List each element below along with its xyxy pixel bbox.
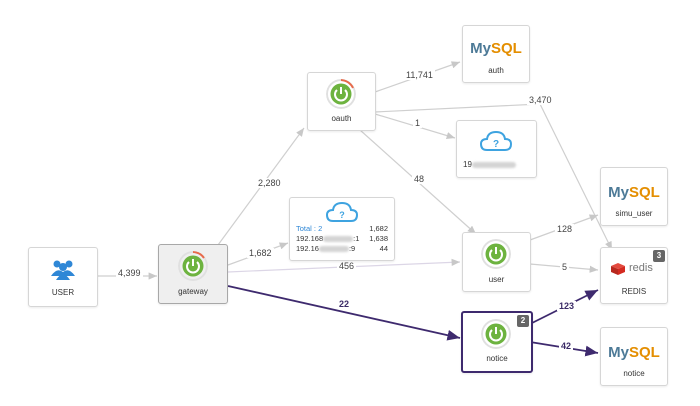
edge-label-user-simu-user: 128 bbox=[555, 224, 575, 234]
edge-label-user-gateway: 4,399 bbox=[116, 268, 143, 278]
node-redis[interactable]: 3 redis REDIS bbox=[600, 247, 668, 304]
node-mysql-notice[interactable]: MySQL notice bbox=[600, 327, 668, 386]
spring-boot-icon bbox=[481, 319, 511, 349]
svg-text:?: ? bbox=[339, 210, 345, 220]
instance-count-badge: 2 bbox=[517, 315, 529, 327]
node-user-service[interactable]: user bbox=[462, 232, 531, 292]
mysql-logo: MySQL bbox=[470, 40, 522, 57]
spring-boot-icon bbox=[178, 251, 208, 281]
redis-cube-icon bbox=[611, 263, 625, 275]
node-oauth[interactable]: oauth bbox=[307, 72, 376, 131]
total-row: Total : 2 1,682 bbox=[296, 224, 388, 233]
spring-boot-icon bbox=[326, 79, 356, 109]
node-label: 19 bbox=[463, 160, 536, 169]
edge-label-user-redis: 5 bbox=[560, 262, 570, 272]
node-unknown-cloud-1[interactable]: ? 19 bbox=[456, 120, 537, 178]
instance-count-badge: 3 bbox=[653, 250, 665, 262]
cloud-unknown-icon: ? bbox=[325, 201, 359, 222]
node-mysql-auth[interactable]: MySQL auth bbox=[462, 25, 530, 83]
edge-label-notice-redis: 123 bbox=[557, 301, 577, 311]
node-user-client[interactable]: USER bbox=[28, 247, 98, 307]
mysql-logo: MySQL bbox=[608, 344, 660, 361]
node-gateway[interactable]: gateway bbox=[158, 244, 228, 304]
edge-label-oauth-mysql-auth: 11,741 bbox=[404, 70, 435, 80]
edge-gateway-notice[interactable] bbox=[227, 285, 461, 341]
spring-boot-icon bbox=[481, 239, 511, 269]
node-unknown-cloud-2[interactable]: ? Total : 2 1,682 192.168:1 1,638 192.16… bbox=[289, 197, 395, 261]
mysql-logo: MySQL bbox=[608, 184, 660, 201]
cloud-unknown-icon: ? bbox=[479, 130, 513, 151]
node-label: user bbox=[488, 275, 505, 284]
ip-row: 192.16:9 44 bbox=[296, 244, 388, 253]
edge-label-gateway-notice: 22 bbox=[337, 299, 352, 309]
edge-label-gateway-cloud2: 1,682 bbox=[247, 248, 274, 258]
redis-logo: redis bbox=[610, 262, 662, 276]
edge-label-oauth-user: 48 bbox=[412, 174, 427, 184]
node-label: notice bbox=[623, 369, 645, 378]
edge-label-notice-mysql-notice: 42 bbox=[559, 341, 574, 351]
users-icon bbox=[51, 260, 75, 280]
node-label: USER bbox=[51, 288, 75, 297]
svg-text:?: ? bbox=[493, 139, 499, 150]
node-label: notice bbox=[486, 354, 508, 363]
edge-label-oauth-cloud1: 1 bbox=[413, 118, 423, 128]
node-label: gateway bbox=[178, 287, 208, 296]
node-mysql-simu-user[interactable]: MySQL simu_user bbox=[600, 167, 668, 226]
edge-label-gateway-user: 456 bbox=[337, 261, 357, 271]
node-label: REDIS bbox=[621, 287, 647, 296]
node-label: oauth bbox=[331, 114, 352, 123]
node-notice[interactable]: 2 notice bbox=[461, 311, 533, 373]
edge-label-oauth-redis: 3,470 bbox=[527, 95, 554, 105]
node-label: auth bbox=[488, 66, 504, 75]
ip-row: 192.168:1 1,638 bbox=[296, 234, 388, 243]
node-label: simu_user bbox=[615, 209, 653, 218]
edge-label-gateway-oauth: 2,280 bbox=[256, 178, 283, 188]
